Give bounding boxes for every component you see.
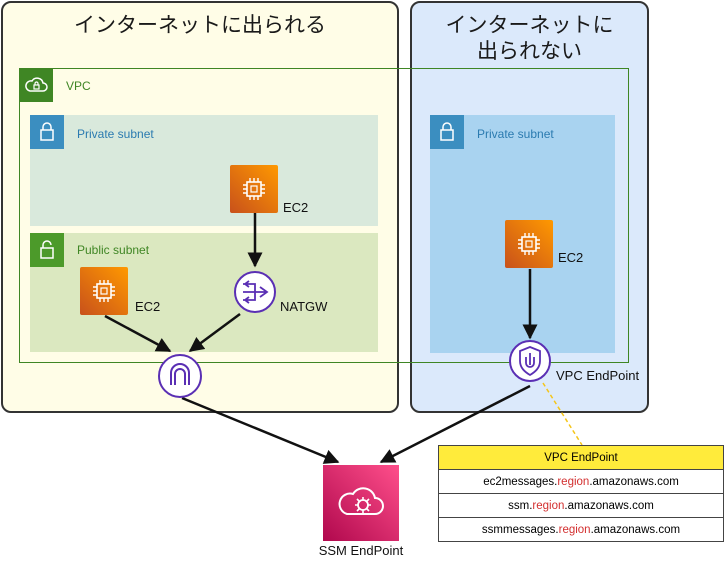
nat-gateway-icon — [234, 271, 276, 313]
table-row: ssm.region.amazonaws.com — [438, 493, 724, 518]
arrow-public-ec2-to-igw — [104, 314, 172, 353]
right-private-subnet-lock-icon — [430, 115, 464, 149]
endpoint-row-ec2messages: ec2messages.region.amazonaws.com — [438, 469, 724, 494]
no-internet-zone-title-line1: インターネットに — [445, 13, 614, 37]
endpoint-dashed-link — [542, 382, 583, 446]
ec2-public-label: EC2 — [135, 299, 161, 314]
right-private-subnet-label: Private subnet — [477, 127, 554, 141]
vpc-boundary — [19, 68, 629, 363]
endpoint-row-ssm: ssm.region.amazonaws.com — [438, 493, 724, 518]
endpoint-table-header: VPC EndPoint — [438, 445, 724, 470]
vpc-endpoint-icon — [509, 340, 551, 382]
ec2-right-label: EC2 — [558, 250, 584, 265]
vpc-label: VPC — [66, 79, 91, 93]
ssm-endpoint-icon — [323, 465, 399, 541]
vpc-endpoint-label: VPC EndPoint — [556, 368, 640, 383]
left-private-subnet-lock-icon — [30, 115, 64, 149]
vpc-endpoint-table: VPC EndPoint ec2messages.region.amazonaw… — [438, 445, 724, 542]
natgw-label: NATGW — [280, 299, 328, 314]
table-row: ec2messages.region.amazonaws.com — [438, 469, 724, 494]
left-private-subnet — [30, 115, 378, 226]
table-row: ssmmessages.region.amazonaws.com — [438, 517, 724, 542]
arrow-igw-to-ssm — [181, 396, 340, 464]
ec2-private-icon — [230, 165, 278, 213]
arrow-endpoint-to-ssm — [379, 384, 531, 464]
ssm-endpoint-label: SSM EndPoint — [318, 543, 404, 558]
table-row: VPC EndPoint — [438, 445, 724, 470]
no-internet-zone-title-line2: 出られない — [477, 39, 582, 63]
internet-access-zone-title: インターネットに出られる — [74, 13, 326, 37]
ec2-right-icon — [505, 220, 553, 268]
ec2-public-icon — [80, 267, 128, 315]
public-subnet-lock-icon — [30, 233, 64, 267]
arrow-natgw-to-igw — [188, 312, 241, 353]
vpc-cloud-icon — [19, 68, 53, 102]
ec2-private-label: EC2 — [283, 200, 309, 215]
internet-gateway-icon — [158, 354, 202, 398]
endpoint-row-ssmmessages: ssmmessages.region.amazonaws.com — [438, 517, 724, 542]
public-subnet-label: Public subnet — [77, 243, 150, 257]
left-private-subnet-label: Private subnet — [77, 127, 154, 141]
